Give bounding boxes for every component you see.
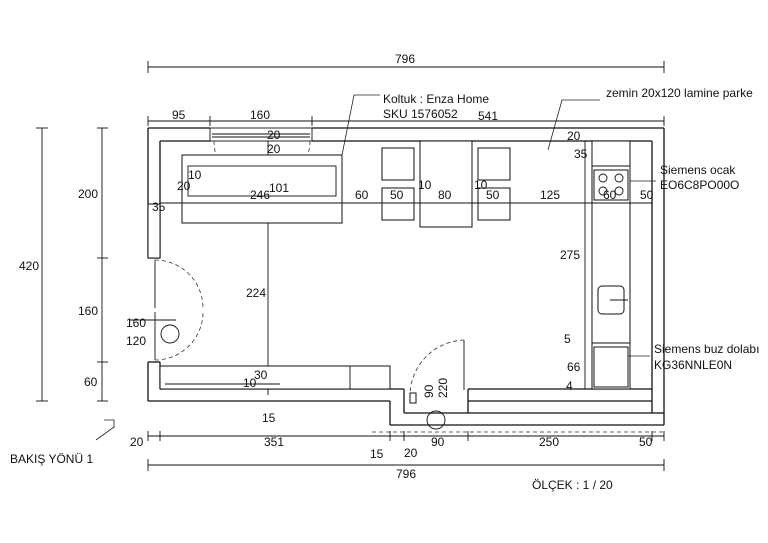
dim-vertical-5: 5 xyxy=(564,332,571,346)
bottom-dimensions xyxy=(147,431,665,471)
bottom-counter xyxy=(159,365,391,390)
top-total-dimension: 796 xyxy=(147,52,665,73)
hob xyxy=(593,169,629,201)
fridge xyxy=(593,346,629,388)
dim-window-20a: 20 xyxy=(267,128,281,142)
chair-top-left xyxy=(381,147,415,181)
room-width-measure xyxy=(160,198,652,208)
dim-vertical-66: 66 xyxy=(567,360,581,374)
bottom-door xyxy=(409,339,465,430)
dim-table-80: 80 xyxy=(438,188,452,202)
dim-left-200: 200 xyxy=(78,187,98,201)
dim-door2-90: 90 xyxy=(422,384,436,398)
dim-hob-60: 60 xyxy=(603,188,617,202)
dining-table xyxy=(419,140,473,228)
dim-bottom-50: 50 xyxy=(639,435,653,449)
dim-left-160: 160 xyxy=(78,304,98,318)
dim-top-total: 796 xyxy=(395,52,415,66)
dim-door-120: 120 xyxy=(126,334,146,348)
fridge-callout-line1: Siemens buz dolabı xyxy=(654,342,759,356)
fridge-callout-line2: KG36NNLE0N xyxy=(654,358,732,372)
left-dimensions xyxy=(36,127,108,402)
dim-vertical-10: 10 xyxy=(243,376,257,390)
sofa-callout-line2: SKU 1576052 xyxy=(383,107,458,121)
kitchen-counter xyxy=(591,140,631,390)
dim-top-95: 95 xyxy=(172,108,186,122)
dim-left-35: 35 xyxy=(152,200,166,214)
dim-vertical-275: 275 xyxy=(560,248,580,262)
hob-callout-line1: Siemens ocak xyxy=(660,163,736,177)
dim-sofa-10: 10 xyxy=(188,168,202,182)
dim-vertical-30: 30 xyxy=(254,368,268,382)
dim-vertical-4: 4 xyxy=(566,379,573,393)
floor-callout: zemin 20x120 lamine parke xyxy=(606,86,753,100)
dim-bottom-total: 796 xyxy=(396,467,416,481)
dim-left-60: 60 xyxy=(84,375,98,389)
dim-left-420: 420 xyxy=(19,259,39,273)
left-door xyxy=(130,259,204,361)
dim-chair-50b: 50 xyxy=(486,188,500,202)
dim-table-10a: 10 xyxy=(418,178,432,192)
dim-sofa-246: 246 xyxy=(250,188,270,202)
hob-callout-line2: EO6C8PO00O xyxy=(660,178,739,192)
dim-bottom-15: 15 xyxy=(370,447,384,461)
dim-row-60: 60 xyxy=(355,188,369,202)
dim-right-35: 35 xyxy=(574,147,588,161)
dim-hob-50: 50 xyxy=(640,188,654,202)
dim-vertical-15: 15 xyxy=(262,411,276,425)
scale-label: ÖLÇEK : 1 / 20 xyxy=(532,478,613,492)
chair-top-right xyxy=(477,147,511,181)
dim-bottom-20: 20 xyxy=(130,435,144,449)
dim-right-20: 20 xyxy=(567,129,581,143)
chair-bottom-right xyxy=(477,187,511,221)
dim-door2-220: 220 xyxy=(436,378,450,398)
dim-row-125: 125 xyxy=(540,188,560,202)
dim-vertical-224: 224 xyxy=(246,286,266,300)
dim-top-541: 541 xyxy=(478,109,498,123)
dim-sofa-20: 20 xyxy=(177,179,191,193)
dim-bottom-20b: 20 xyxy=(404,446,418,460)
sofa xyxy=(181,154,343,224)
chair-bottom-left xyxy=(381,187,415,221)
dim-bottom-351: 351 xyxy=(264,435,284,449)
dim-top-160: 160 xyxy=(250,108,270,122)
dim-bottom-90: 90 xyxy=(431,435,445,449)
dim-chair-50a: 50 xyxy=(390,188,404,202)
dim-sofa-101: 101 xyxy=(269,181,289,195)
dim-window-20b: 20 xyxy=(267,142,281,156)
left-cabinet xyxy=(147,203,161,259)
view-direction-label: BAKIŞ YÖNÜ 1 xyxy=(10,452,93,466)
sofa-callout-line1: Koltuk : Enza Home xyxy=(383,92,489,106)
dim-bottom-250: 250 xyxy=(539,435,559,449)
dim-door-160: 160 xyxy=(126,316,146,330)
callout-leaders xyxy=(95,94,656,441)
dining-set xyxy=(381,140,511,228)
dim-table-10b: 10 xyxy=(474,178,488,192)
top-segment-dimensions: 95 160 541 xyxy=(147,108,665,126)
